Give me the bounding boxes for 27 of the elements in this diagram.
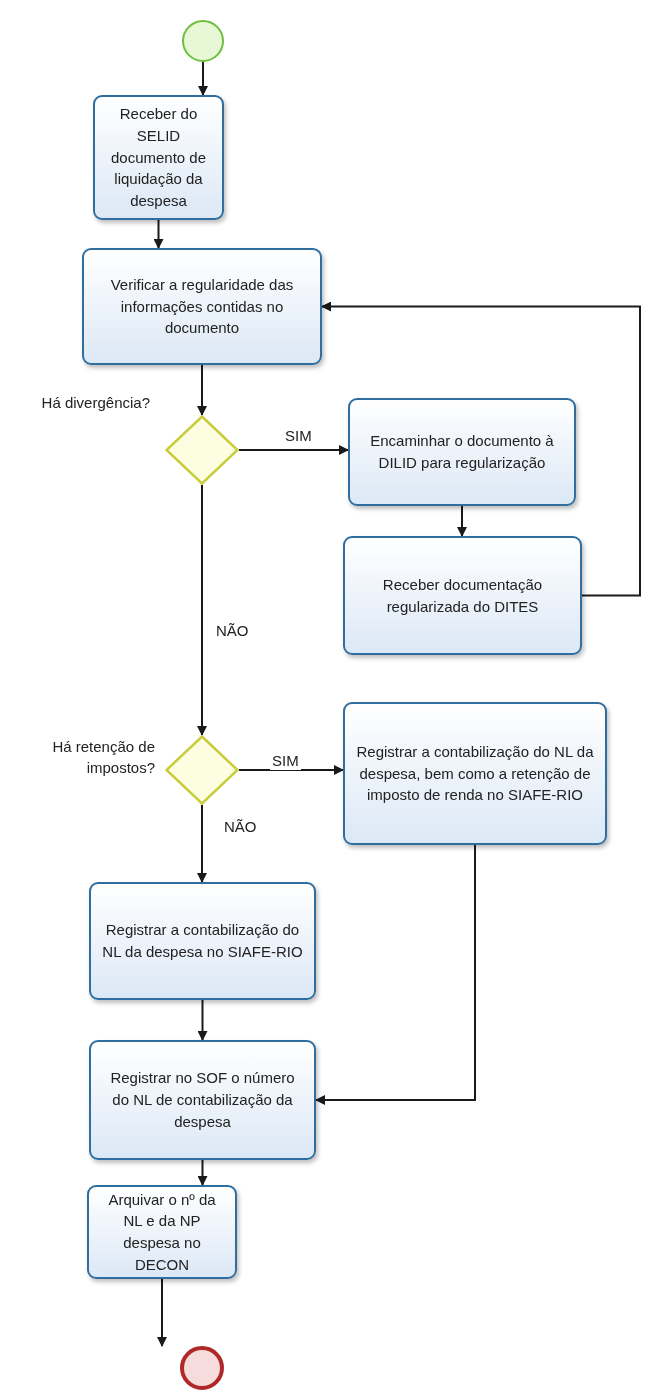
task-box: Registrar a contabilização do NL da despesa, bem como a retenção de imposto de renda no SIAFE-RIO bbox=[343, 702, 607, 845]
arrow bbox=[197, 804, 207, 883]
task-box: Arquivar o nº da NL e da NP despesa no DECON bbox=[87, 1185, 237, 1279]
task-box: Registrar a contabilização do NL da despesa no SIAFE-RIO bbox=[89, 882, 316, 1000]
start-event bbox=[182, 20, 224, 62]
arrow bbox=[197, 484, 207, 736]
arrow bbox=[197, 364, 207, 416]
arrow bbox=[457, 505, 467, 537]
arrow bbox=[153, 219, 164, 249]
task-box: Encaminhar o documento à DILID para regularização bbox=[348, 398, 576, 506]
task-box: Receber do SELID documento de liquidação da despesa bbox=[93, 95, 224, 220]
arrow bbox=[238, 765, 344, 775]
arrow bbox=[197, 1159, 208, 1186]
decision-diamond bbox=[165, 415, 239, 485]
task-box: Verificar a regularidade das informações contidas no documento bbox=[82, 248, 322, 365]
end-event bbox=[180, 1346, 224, 1390]
decision-label: Há divergência? bbox=[40, 393, 150, 413]
arrow bbox=[197, 999, 208, 1041]
decision-label: Há retenção de impostos? bbox=[51, 737, 155, 778]
task-box: Receber documentação regularizada do DITES bbox=[343, 536, 582, 655]
arrow bbox=[198, 61, 208, 96]
arrow bbox=[315, 844, 476, 1105]
arrow bbox=[238, 445, 349, 455]
decision-diamond bbox=[165, 735, 239, 805]
arrow bbox=[157, 1278, 167, 1347]
task-box: Registrar no SOF o número do NL de contabilização da despesa bbox=[89, 1040, 316, 1160]
arrow bbox=[321, 301, 641, 597]
